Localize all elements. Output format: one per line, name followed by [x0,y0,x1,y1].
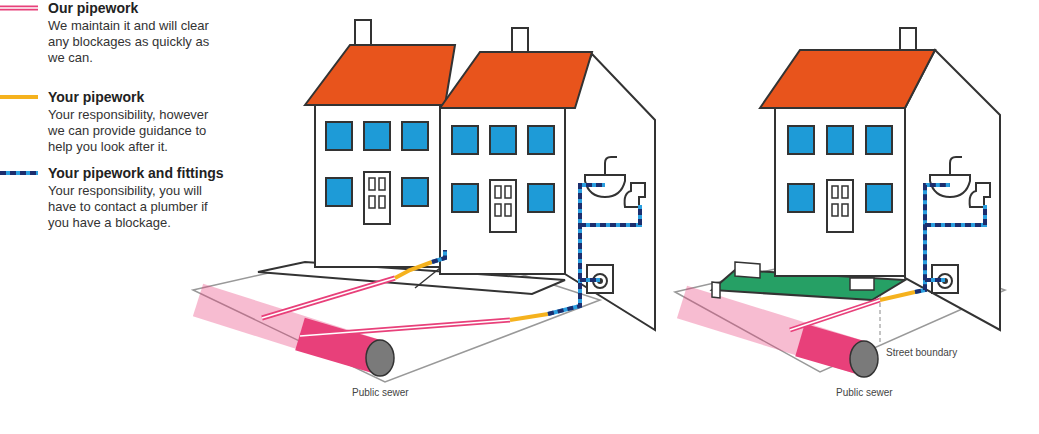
legend-description: We maintain it and will clear any blocka… [48,18,220,66]
legend-heading: Your pipework [48,89,144,105]
boundary-label: Street boundary [886,347,957,358]
sewer-label: Public sewer [836,387,893,398]
sewer-label: Public sewer [352,387,409,398]
left-scene [193,20,655,382]
legend-heading: Your pipework and fittings [48,165,224,181]
legend-description: Your responsibility, however we can prov… [48,107,220,155]
legend-heading: Our pipework [48,0,138,16]
right-scene [675,28,1005,377]
legend-samples [0,8,38,173]
legend-description: Your responsibility, you will have to co… [48,183,220,231]
